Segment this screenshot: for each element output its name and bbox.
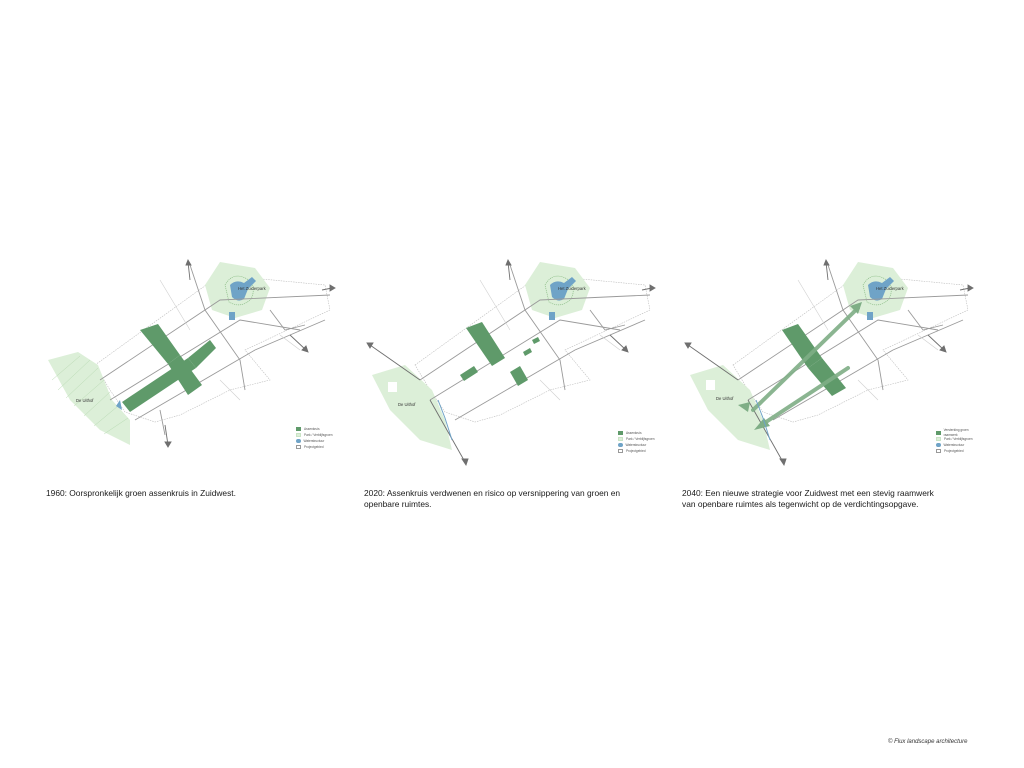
project-area-outline <box>94 274 331 423</box>
park-path <box>862 275 892 306</box>
axis-water <box>116 400 122 410</box>
map-label-uithof: De Uithof <box>716 396 734 401</box>
park-water <box>550 277 576 301</box>
road-network <box>99 264 331 436</box>
legend-swatch-park <box>296 432 301 438</box>
legend-swatch-axis <box>296 426 301 432</box>
legend-label: Assenkruis <box>626 430 642 435</box>
map-label-park: Het Zuiderpark <box>558 286 587 291</box>
legend-swatch-park <box>618 436 623 442</box>
water-structure <box>437 399 453 441</box>
legend-label: Park / Verblijfsgroen <box>944 436 973 441</box>
map-1960: Het Zuiderpark De Uithof <box>48 258 336 448</box>
legend-swatch-water <box>936 442 941 448</box>
uithof-building <box>388 382 397 392</box>
map-2020: Het Zuiderpark De Uithof <box>366 258 656 467</box>
fragmented-green <box>460 322 540 386</box>
uithof-hatching <box>51 355 129 435</box>
park-water <box>230 277 256 301</box>
direction-arrows <box>366 258 656 467</box>
map-label-park: Het Zuiderpark <box>238 286 267 291</box>
road-network <box>737 264 969 421</box>
legend-swatch-project <box>618 448 623 454</box>
legend-label: Projectgebied <box>626 448 646 453</box>
map-panel-2020: Het Zuiderpark De Uithof Assenkruis Park… <box>360 240 660 470</box>
credit-text: © Flux landscape architecture <box>888 739 968 745</box>
project-area-outline <box>414 274 651 423</box>
legend-swatch-framework <box>936 430 941 436</box>
direction-arrows <box>164 258 336 448</box>
green-connection-arrows <box>751 306 860 424</box>
legend-label: Projectgebied <box>304 444 324 449</box>
caption-1960: 1960: Oorspronkelijk groen assenkruis in… <box>46 488 236 498</box>
uithof-building <box>706 380 715 390</box>
secondary-paths <box>479 279 621 401</box>
uithof-green <box>48 352 130 445</box>
direction-arrows <box>684 258 974 467</box>
map-panel-2040: Het Zuiderpark De Uithof Versterking gro… <box>678 240 978 470</box>
map-label-park: Het Zuiderpark <box>876 286 905 291</box>
legend-label: Projectgebied <box>944 448 964 453</box>
park-pond <box>867 312 873 320</box>
park-path <box>544 275 574 306</box>
legend-swatch-park <box>936 436 941 442</box>
road-network <box>419 264 651 421</box>
secondary-paths <box>159 279 301 401</box>
park-water <box>868 277 894 301</box>
legend-1960: Assenkruis Park / Verblijfsgroen Waterst… <box>296 426 333 450</box>
water-structure <box>755 399 771 441</box>
legend-label: Waterstructuur <box>303 438 325 443</box>
map-label-uithof: De Uithof <box>398 402 416 407</box>
green-axis-cross <box>122 324 216 412</box>
legend-label: Waterstructuur <box>625 442 647 447</box>
legend-2020: Assenkruis Park / Verblijfsgroen Waterst… <box>618 430 655 454</box>
legend-label: Assenkruis <box>304 426 320 431</box>
secondary-paths <box>797 279 939 401</box>
map-label-uithof: De Uithof <box>76 398 94 403</box>
legend-swatch-water <box>296 438 301 444</box>
legend-label: Waterstructuur <box>943 442 965 447</box>
legend-label: Versterking groen raamwerk <box>943 428 969 437</box>
legend-swatch-water <box>618 442 623 448</box>
legend-label: Park / Verblijfsgroen <box>626 436 655 441</box>
caption-2020: 2020: Assenkruis verdwenen en risico op … <box>364 488 621 509</box>
map-panel-1960: Het Zuiderpark De Uithof Assenkruis Park… <box>40 240 340 470</box>
park-path <box>224 275 254 306</box>
park-pond <box>549 312 555 320</box>
caption-2040: 2040: Een nieuwe strategie voor Zuidwest… <box>682 488 934 509</box>
legend-swatch-project <box>936 448 941 454</box>
legend-swatch-axis <box>618 430 623 436</box>
map-2040: Het Zuiderpark De Uithof <box>684 258 974 467</box>
legend-swatch-project <box>296 444 301 450</box>
park-pond <box>229 312 235 320</box>
green-framework <box>782 324 846 396</box>
legend-label: Park / Verblijfsgroen <box>304 432 333 437</box>
project-area-outline <box>732 274 969 423</box>
legend-2040: Versterking groen raamwerk Park / Verbli… <box>936 428 978 454</box>
uithof-green <box>372 365 452 450</box>
